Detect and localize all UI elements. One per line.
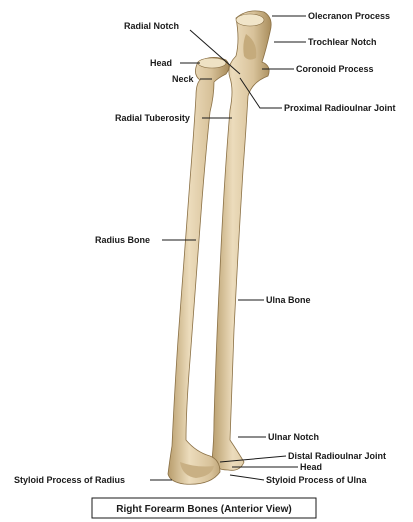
label-coronoid-process: Coronoid Process — [296, 64, 374, 74]
label-radius-bone: Radius Bone — [95, 235, 150, 245]
label-ulnar-notch: Ulnar Notch — [268, 432, 319, 442]
label-head-proximal: Head — [150, 58, 172, 68]
olecranon-surface — [236, 14, 264, 26]
label-styloid-process-ulna: Styloid Process of Ulna — [266, 475, 368, 485]
caption-text: Right Forearm Bones (Anterior View) — [116, 504, 291, 515]
leader-styloid-ulna — [230, 475, 264, 480]
label-proximal-radioulnar-joint: Proximal Radioulnar Joint — [284, 103, 396, 113]
radius-head-surface — [198, 58, 226, 68]
label-styloid-process-radius: Styloid Process of Radius — [14, 475, 125, 485]
label-distal-radioulnar-joint: Distal Radioulnar Joint — [288, 451, 386, 461]
label-head-distal: Head — [300, 462, 322, 472]
label-radial-tuberosity: Radial Tuberosity — [115, 113, 190, 123]
label-radial-notch: Radial Notch — [124, 21, 179, 31]
label-olecranon-process: Olecranon Process — [308, 11, 390, 21]
label-neck: Neck — [172, 74, 195, 84]
label-ulna-bone: Ulna Bone — [266, 295, 311, 305]
label-trochlear-notch: Trochlear Notch — [308, 37, 377, 47]
